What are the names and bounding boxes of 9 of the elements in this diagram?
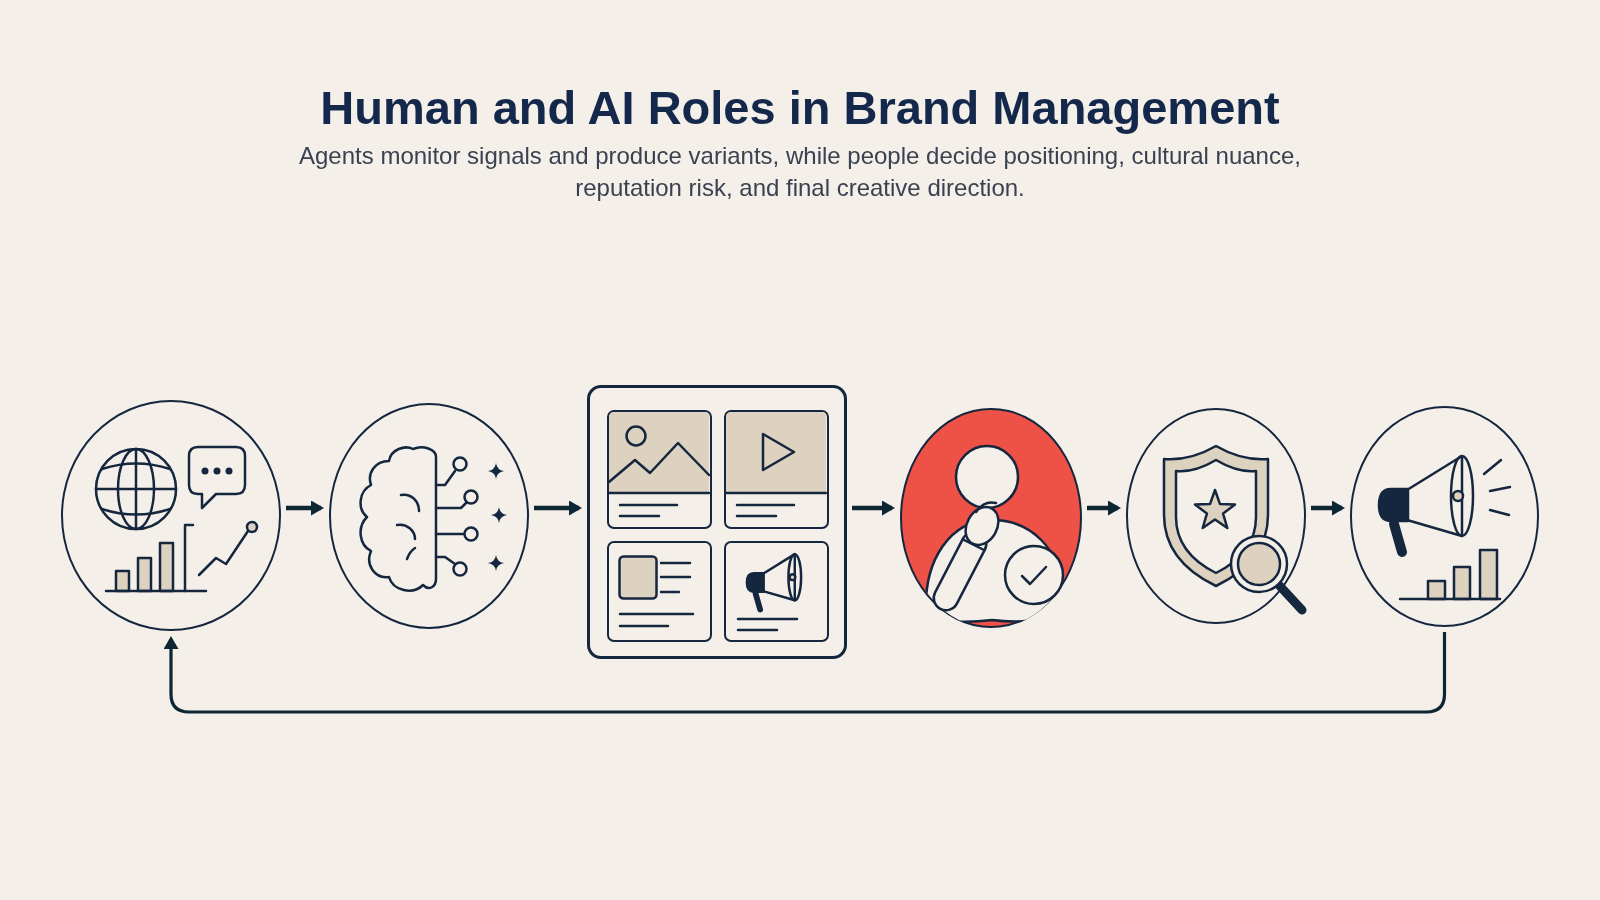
arrow xyxy=(534,500,582,516)
subtitle: Agents monitor signals and produce variants, while people decide positioning, cultural nuance, reputation risk, and final creative direction. xyxy=(298,141,1302,204)
arrow xyxy=(286,500,324,516)
title: Human and AI Roles in Brand Management xyxy=(320,80,1280,136)
arrow xyxy=(1087,500,1121,516)
arrow xyxy=(852,500,895,516)
feedback-arrow xyxy=(163,632,1447,714)
arrow xyxy=(1311,500,1345,516)
content-variants-panel xyxy=(587,385,847,659)
